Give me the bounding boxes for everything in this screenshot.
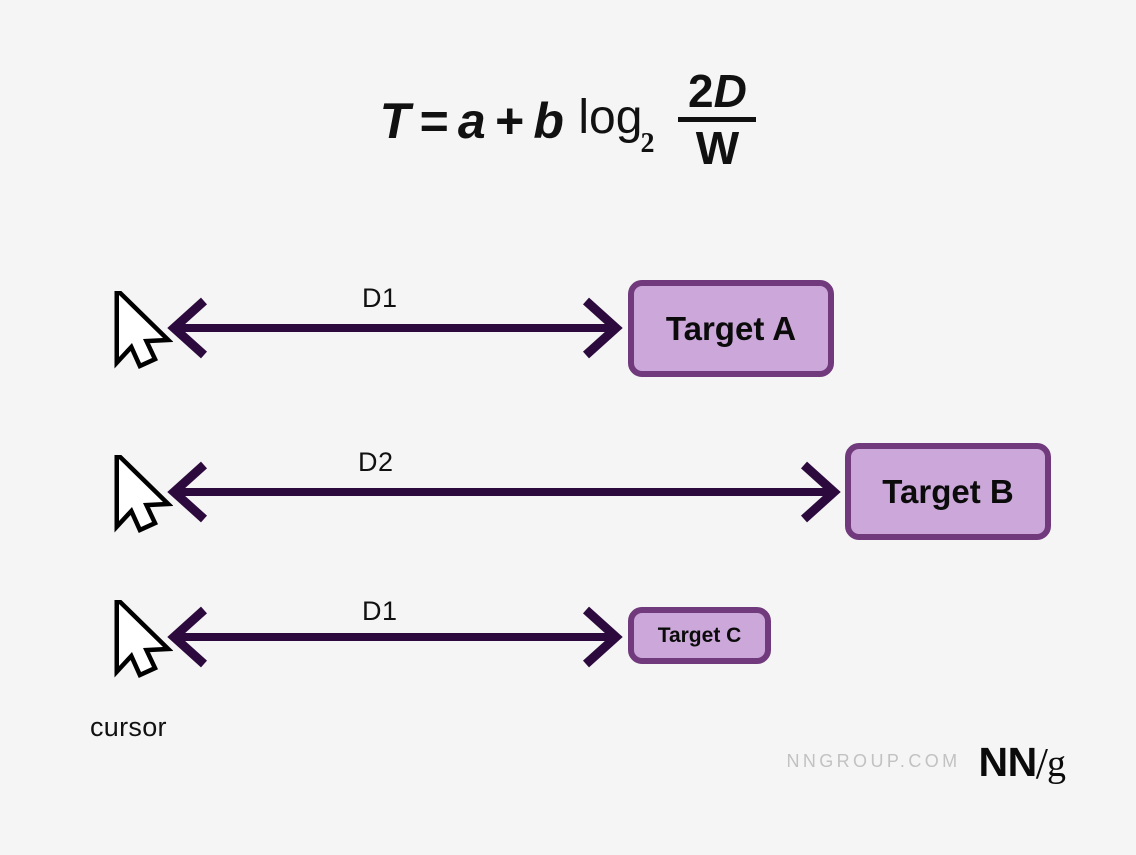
target-box-a[interactable]: Target A [628,280,834,377]
target-box-c-label: Target C [657,623,742,647]
distance-label-d1-c: D1 [362,596,398,626]
cursor-pointer-icon [113,600,173,678]
formula-fraction-denominator-w: W [695,122,740,175]
formula-numerator-coefficient: 2 [688,65,714,117]
formula-variable-a: a [457,92,487,149]
target-box-b[interactable]: Target B [845,443,1051,540]
target-box-c[interactable]: Target C [628,607,771,664]
formula-variable-t: T [379,92,411,149]
formula-log-operator: log2 [564,91,656,158]
target-box-a-label: Target A [665,309,797,347]
cursor-pointer-icon [113,291,173,369]
formula-numerator-variable-d: D [713,65,747,117]
brand-url-text: NNGROUP.COM [786,751,961,771]
distance-arrow-a [160,293,630,363]
distance-label-d2-b: D2 [358,447,394,477]
branding: NNGROUP.COM NN / g [786,736,1066,788]
distance-label-d1-a: D1 [362,283,398,313]
formula-variable-b: b [533,92,565,149]
formula-fraction-numerator: 2D [684,67,751,117]
distance-arrow-c [160,602,630,672]
formula-log-base: 2 [640,128,655,160]
fitts-law-formula: T = a + b log2 2D W [0,67,1136,175]
nng-logo: NN / g [978,736,1066,788]
formula-fraction: 2D W [678,67,757,175]
cursor-pointer-icon [113,455,173,533]
nng-logo-slash: / [1035,739,1048,788]
formula-equals-sign: = [419,92,449,149]
nng-logo-g: g [1047,743,1066,785]
nng-logo-nn: NN [978,739,1038,785]
distance-arrow-b [160,457,848,527]
formula-fraction-bar [678,117,757,123]
formula-log-text: log [578,91,643,145]
cursor-caption-label: cursor [90,712,167,742]
target-box-b-label: Target B [882,472,1014,510]
formula-plus-sign: + [495,92,525,149]
